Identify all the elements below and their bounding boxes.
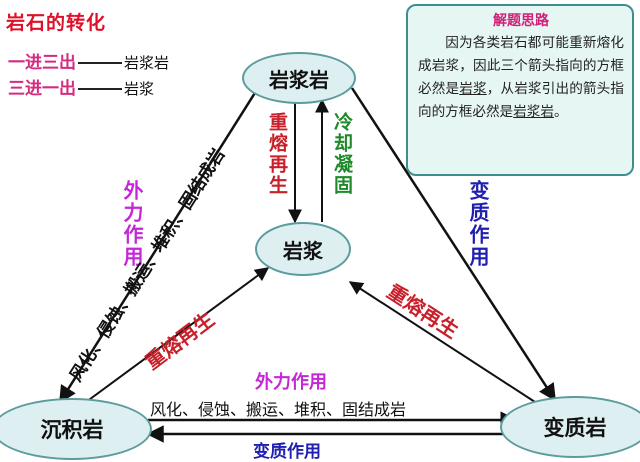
label-cool-solidify: 冷却凝固 (331, 112, 353, 196)
label-metamorphism-right: 变质作用 (466, 180, 490, 268)
legend-dash-1 (78, 62, 122, 64)
hint-title: 解题思路 (493, 13, 549, 29)
arrows-layer (58, 87, 557, 443)
hint-answer-magma: 岩浆 (459, 81, 487, 97)
label-metamorphism-bottom: 变质作用 (253, 442, 321, 462)
arrow-metamorphic-to-magma (348, 281, 536, 403)
node-metamorphic-rock: 变质岩 (500, 396, 640, 458)
hint-answer-magmatic: 岩浆岩 (513, 104, 554, 120)
label-remelt-vertical: 重熔再生 (266, 112, 288, 196)
node-sedimentary-rock: 沉积岩 (0, 398, 152, 460)
legend-line-2: 三进一出 岩浆 (8, 74, 154, 99)
label-external-force-bottom: 外力作用 (255, 372, 327, 393)
arrow-magmatic-to-sedimentary (58, 87, 260, 404)
legend-dash-2 (78, 88, 122, 90)
hint-text: 因为各类岩石都可能重新熔化成岩浆，因此三个箭头指向的方框必然是岩浆，从岩浆引出的… (418, 35, 625, 120)
arrow-sedimentary-to-magma (81, 267, 270, 406)
legend-title: 岩石的转化 (6, 12, 107, 34)
label-weathering-bottom: 风化、侵蚀、搬运、堆积、固结成岩 (150, 400, 407, 419)
legend-line-1: 一进三出 岩浆岩 (8, 48, 169, 73)
label-external-force-left: 外力作用 (120, 180, 144, 268)
node-magmatic-rock: 岩浆岩 (242, 52, 356, 104)
arrow-magmatic-to-metamorphic (350, 87, 557, 402)
legend-key-2: 三进一出 (8, 79, 76, 99)
node-magma: 岩浆 (255, 222, 351, 276)
solution-hint-box: 解题思路 因为各类岩石都可能重新熔化成岩浆，因此三个箭头指向的方框必然是岩浆，从… (406, 4, 634, 176)
legend-key-1: 一进三出 (8, 53, 76, 73)
legend-rock-2: 岩浆 (124, 80, 155, 98)
legend-rock-1: 岩浆岩 (124, 54, 170, 72)
